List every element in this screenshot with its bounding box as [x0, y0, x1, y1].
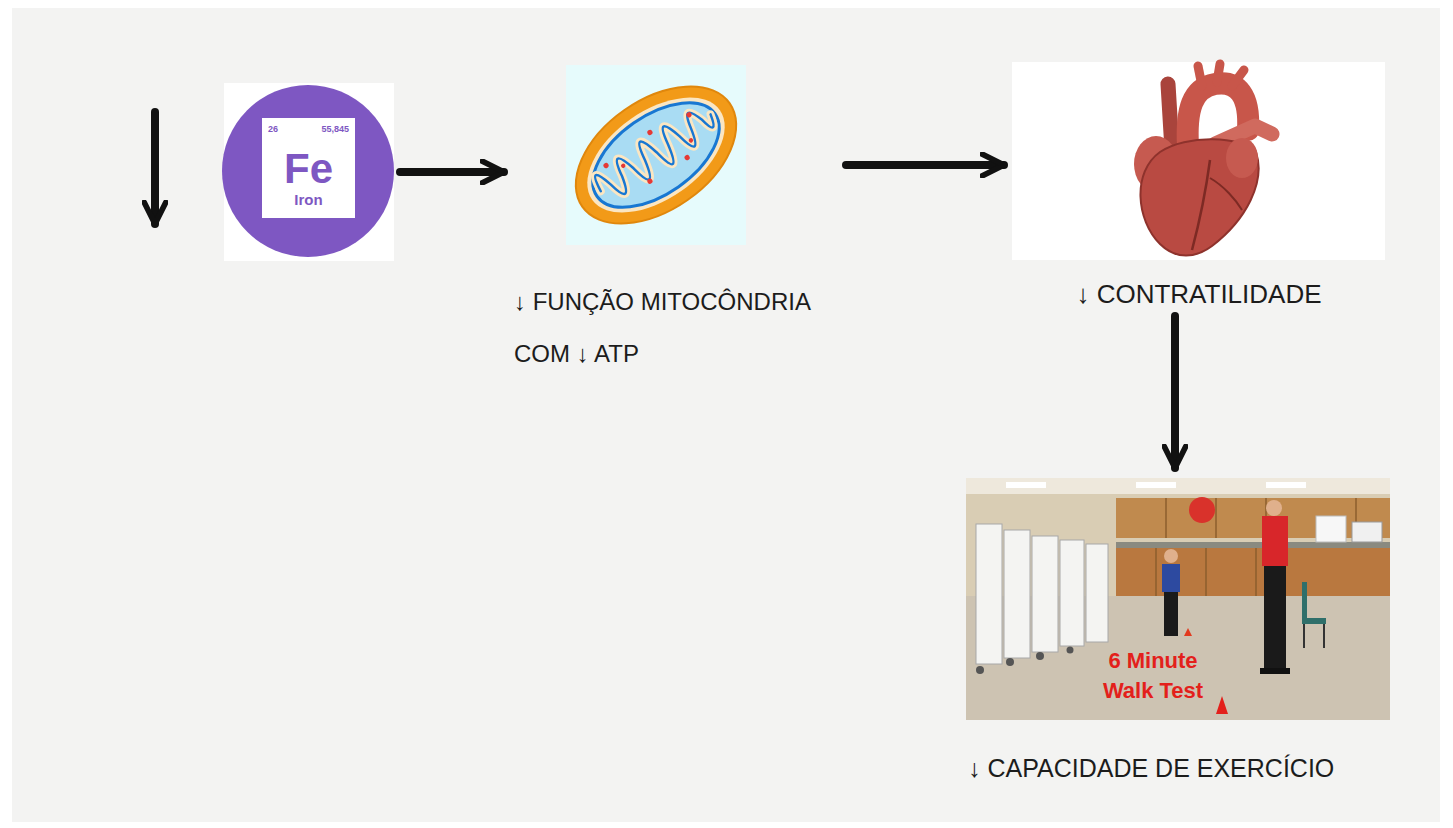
chair-leg	[1323, 624, 1325, 648]
ceiling-light	[1266, 482, 1306, 488]
curtain-panel	[1060, 540, 1084, 646]
element-square	[262, 118, 355, 218]
cristae-line	[590, 100, 721, 207]
inner-membrane	[575, 82, 738, 228]
flow-arrow	[400, 168, 504, 176]
artery-branch	[1198, 66, 1202, 86]
cabinet-seam	[1215, 498, 1217, 538]
ceiling-light	[1006, 482, 1046, 488]
element-circle	[222, 85, 394, 257]
atomic-number: 26	[268, 124, 278, 135]
chair-seat	[1302, 618, 1326, 624]
chair-leg	[1303, 624, 1305, 648]
exercise-ball	[1189, 497, 1215, 523]
wheel	[1067, 647, 1074, 654]
wheel	[1036, 652, 1044, 660]
granule	[646, 129, 653, 136]
granule	[620, 163, 626, 169]
wheel	[1006, 658, 1014, 666]
upper-cabinets	[1116, 498, 1390, 538]
coronary-vessel	[1192, 160, 1210, 250]
photo-title: 6 Minute Walk Test	[1088, 646, 1218, 706]
granule	[684, 154, 691, 161]
vena-cava	[1168, 84, 1172, 150]
intermembrane-space	[567, 74, 745, 236]
walk-test-panel: 6 Minute Walk Test ↓ CAPACIDADE DE EXERCÍ…	[960, 474, 1396, 784]
mitochondria-panel: ↓ FUNÇÃO MITOCÔNDRIA COM ↓ ATP	[510, 62, 840, 380]
curtain-panel	[1086, 544, 1108, 642]
person-head	[1266, 500, 1282, 516]
granule	[646, 178, 653, 185]
heart-illustration	[1134, 64, 1272, 256]
picture-area	[1010, 60, 1388, 262]
granule	[602, 162, 609, 169]
artery-branch	[1232, 70, 1244, 86]
element-card: 26 55,845FeIron	[262, 118, 355, 218]
element-symbol: Fe	[268, 147, 349, 191]
microwave	[1352, 522, 1382, 542]
chair-back	[1302, 582, 1307, 622]
granule	[685, 111, 692, 118]
cabinet-seam	[1155, 548, 1157, 598]
photo-area: 6 Minute Walk Test	[960, 474, 1396, 726]
element-header-row: 26 55,845	[268, 124, 349, 135]
cristae-fold	[590, 100, 721, 207]
person-head	[1164, 549, 1178, 563]
person-legs	[1164, 592, 1178, 636]
cabinet-seam	[1165, 498, 1167, 538]
floor-cone	[1184, 628, 1192, 636]
wheel	[976, 666, 984, 674]
caption-text: ↓ FUNÇÃO MITOCÔNDRIA COM ↓ ATP	[510, 276, 840, 380]
decrease-arrow	[151, 112, 159, 224]
curtain-panel	[1004, 530, 1030, 658]
cone-icon	[1216, 696, 1228, 714]
outer-membrane	[551, 58, 762, 251]
person-shirt	[1262, 516, 1288, 566]
person-legs	[1264, 566, 1286, 670]
caption-text: ↓ CONTRATILIDADE	[1010, 278, 1388, 310]
mitochondrion-illustration	[551, 58, 762, 251]
artery-branch	[1217, 64, 1220, 82]
flow-arrow	[846, 161, 1004, 169]
lower-cabinets	[1116, 548, 1390, 598]
countertop	[1116, 542, 1390, 548]
coronary-vessel	[1210, 178, 1242, 210]
flow-arrow	[1171, 316, 1179, 468]
curtain-panel	[976, 524, 1002, 664]
caption-text: ↓ CAPACIDADE DE EXERCÍCIO	[960, 752, 1396, 784]
wall	[966, 478, 1390, 720]
cabinet-seam	[1205, 548, 1207, 598]
element-name: Iron	[268, 191, 349, 209]
atomic-mass: 55,845	[321, 124, 349, 135]
ceiling-light	[1136, 482, 1176, 488]
cabinet-seam	[1255, 548, 1257, 598]
walk-test-photo	[966, 478, 1390, 720]
refrigerator	[1316, 516, 1346, 542]
atrium	[1226, 138, 1258, 178]
granule	[688, 137, 694, 143]
ceiling	[966, 478, 1390, 494]
person-shoes	[1260, 668, 1290, 674]
picture-area	[510, 62, 840, 258]
image-ground	[1012, 62, 1385, 260]
heart-panel: ↓ CONTRATILIDADE	[1010, 60, 1388, 310]
paper-ground	[12, 8, 1440, 822]
curtain-panel	[1032, 536, 1058, 652]
iron-element-tile: 26 55,845FeIron	[224, 83, 394, 261]
person-shirt	[1162, 564, 1180, 592]
